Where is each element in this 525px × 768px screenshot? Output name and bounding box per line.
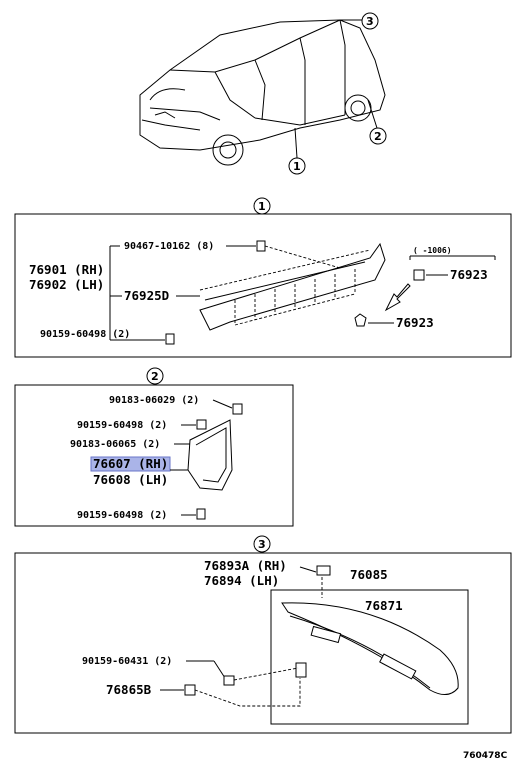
spoiler-frame	[270, 589, 469, 725]
label-90159-60498-s2b: 90159-60498 (2)	[77, 510, 167, 521]
section-3-frame	[14, 552, 512, 734]
label-76085: 76085	[350, 567, 388, 582]
section-3-callout-number: 3	[258, 538, 266, 551]
label-90159-60498-s1: 90159-60498 (2)	[40, 329, 130, 340]
car-illustration	[139, 19, 386, 166]
screw-icon-s3	[223, 675, 235, 686]
label-76925d: 76925D	[124, 288, 169, 303]
section-2-callout	[146, 367, 164, 385]
section-2-frame	[14, 384, 294, 527]
clip-icon-lower	[354, 313, 367, 327]
label-76893a-rh: 76893A (RH)	[204, 558, 287, 573]
section-2-callout-number: 2	[151, 370, 159, 383]
rocker-panel	[199, 242, 386, 331]
callout-3-top-number: 3	[366, 15, 374, 28]
section-3-callout	[253, 535, 271, 553]
highlight-76607	[90, 456, 171, 472]
label-76902-lh: 76902 (LH)	[29, 277, 104, 292]
label-90467-10162: 90467-10162 (8)	[124, 241, 214, 252]
section-1-frame	[14, 213, 512, 358]
callout-2-top-number: 2	[374, 130, 382, 143]
label-90183-06065: 90183-06065 (2)	[70, 439, 160, 450]
clip-icon-s3	[184, 684, 196, 696]
label-90183-06029: 90183-06029 (2)	[109, 395, 199, 406]
bolt-icon	[256, 240, 266, 252]
label-90159-60498-s2a: 90159-60498 (2)	[77, 420, 167, 431]
clip-icon-upper	[413, 269, 425, 281]
label-76901-rh: 76901 (RH)	[29, 262, 104, 277]
callout-1-top-number: 1	[293, 160, 301, 173]
label-76923-upper: 76923	[450, 267, 488, 282]
label-76608-lh: 76608 (LH)	[93, 472, 168, 487]
label-76871: 76871	[365, 598, 403, 613]
label-90159-60431: 90159-60431 (2)	[82, 656, 172, 667]
screw-icon-s2-2	[196, 508, 206, 520]
label-76894-lh: 76894 (LH)	[204, 573, 279, 588]
arrow-icon	[384, 283, 411, 312]
spoiler-slot-right	[379, 653, 417, 680]
callout-1-top	[288, 157, 306, 175]
spoiler-slot-left	[310, 625, 342, 644]
section-1-callout-number: 1	[258, 200, 266, 213]
figure-code: 760478C	[463, 751, 508, 761]
clip-icon-s2-1	[232, 403, 243, 415]
callout-2-top	[369, 127, 387, 145]
label-76607-rh: 76607 (RH)	[93, 456, 168, 471]
screw-icon	[165, 333, 175, 345]
screw-icon-s2-1	[196, 419, 207, 430]
mud-guard	[187, 419, 233, 491]
bracket-icon-lower	[295, 662, 307, 678]
label-76865b: 76865B	[106, 682, 152, 697]
callout-3-top	[361, 12, 379, 30]
bracket-icon	[316, 565, 331, 576]
date-note: ( -1006)	[413, 246, 452, 255]
label-76923-lower: 76923	[396, 315, 434, 330]
